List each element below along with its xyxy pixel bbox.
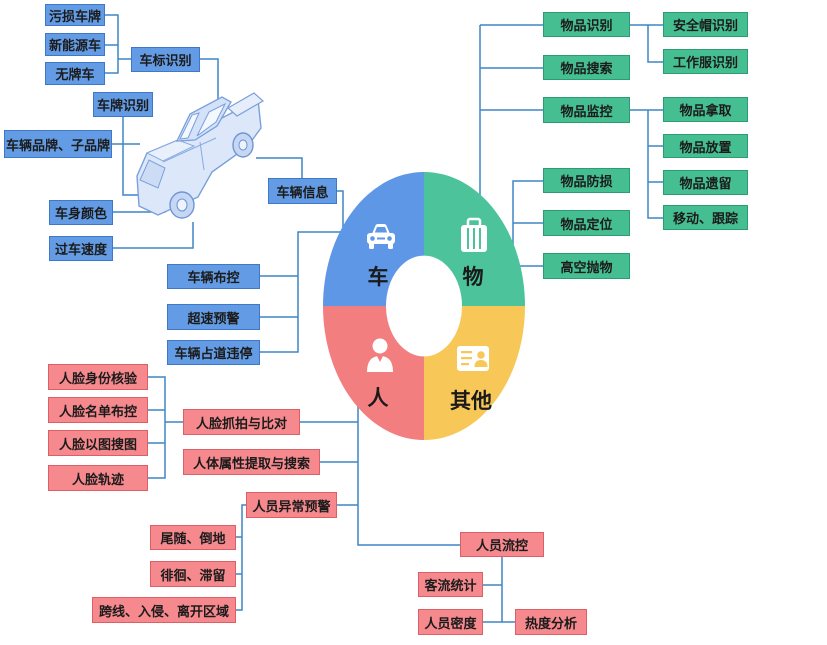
node-tailgating-fall: 尾随、倒地 <box>150 525 236 550</box>
pickup-truck-illustration <box>136 92 265 219</box>
connector-line <box>148 376 166 479</box>
node-face-trajectory: 人脸轨迹 <box>48 465 148 491</box>
node-line-crossing-intrusion: 跨线、入侵、离开区域 <box>92 597 236 623</box>
center-donut <box>323 171 525 441</box>
node-speeding-alert: 超速预警 <box>167 304 260 330</box>
quadrant-person <box>323 306 424 441</box>
connector-line <box>337 190 344 230</box>
luggage-icon <box>461 217 487 252</box>
object-connectors <box>479 24 663 267</box>
node-person-anomaly-alert: 人员异常预警 <box>246 492 337 518</box>
node-new-energy-vehicle: 新能源车 <box>45 33 105 56</box>
quadrant-label-object: 物 <box>463 265 484 289</box>
node-object-monitoring: 物品监控 <box>543 97 630 123</box>
vehicle-connectors <box>105 14 344 353</box>
node-high-altitude-throwing: 高空抛物 <box>543 253 630 279</box>
node-object-search: 物品搜索 <box>543 55 630 80</box>
node-crowd-flow-control: 人员流控 <box>460 532 544 557</box>
connector-line <box>647 25 663 63</box>
connector-line <box>647 110 663 219</box>
node-helmet-recognition: 安全帽识别 <box>663 12 748 37</box>
node-face-identity-check: 人脸身份核验 <box>48 364 148 390</box>
node-plate-recognition: 车牌识别 <box>93 92 153 117</box>
node-move-track: 移动、跟踪 <box>663 205 748 230</box>
node-dirty-plate: 污损车牌 <box>45 4 105 26</box>
node-vehicle-logo-recognition: 车标识别 <box>131 47 200 72</box>
node-vehicle-brand: 车辆品牌、子品牌 <box>4 130 112 158</box>
quadrant-label-other: 其他 <box>450 389 492 413</box>
node-face-image-search: 人脸以图搜图 <box>48 430 148 456</box>
node-face-watchlist: 人脸名单布控 <box>48 397 148 423</box>
quadrant-label-person: 人 <box>368 386 389 410</box>
connector-line <box>357 404 460 546</box>
node-crowd-density: 人员密度 <box>418 609 483 635</box>
connector-line <box>236 504 246 611</box>
truck-side-window <box>196 102 227 137</box>
truck-door-line <box>162 137 217 163</box>
node-passing-speed: 过车速度 <box>49 236 113 261</box>
node-object-left-behind: 物品遗留 <box>663 170 748 195</box>
car-icon <box>367 224 395 249</box>
connector-line <box>501 557 515 623</box>
quadrant-other <box>424 306 525 441</box>
connector-line <box>256 157 303 178</box>
node-loitering: 徘徊、滞留 <box>150 561 236 587</box>
truck-hood <box>145 139 196 162</box>
node-loss-prevention: 物品防损 <box>543 168 630 193</box>
node-object-taken: 物品拿取 <box>663 97 748 122</box>
node-object-recognition: 物品识别 <box>543 12 630 37</box>
connector-line <box>260 231 342 353</box>
truck-rear-hub <box>238 139 248 151</box>
node-object-positioning: 物品定位 <box>543 210 630 236</box>
person-connectors <box>148 376 515 623</box>
connector-line <box>105 14 119 74</box>
truck-grille <box>139 159 166 189</box>
node-vehicle-info: 车辆信息 <box>268 178 337 204</box>
node-heat-analysis: 热度分析 <box>515 609 587 635</box>
node-unlicensed-vehicle: 无牌车 <box>45 62 105 85</box>
node-workwear-recognition: 工作服识别 <box>663 49 748 74</box>
node-vehicle-control: 车辆布控 <box>167 264 260 289</box>
truck-door-line <box>199 141 205 171</box>
connector-line <box>113 222 194 249</box>
node-body-attribute-search: 人体属性提取与搜索 <box>183 449 320 475</box>
node-object-placed: 物品放置 <box>663 134 748 158</box>
truck-bed <box>226 92 265 117</box>
quadrant-label-vehicle: 车 <box>368 265 389 289</box>
node-face-capture-compare: 人脸抓拍与比对 <box>183 409 300 435</box>
id-card-icon <box>457 346 489 371</box>
truck-front-hub <box>176 198 188 212</box>
node-illegal-parking: 车辆占道违停 <box>167 340 260 365</box>
person-icon <box>367 338 393 372</box>
connector-line <box>200 58 219 100</box>
node-body-color: 车身颜色 <box>49 200 113 225</box>
truck-windshield <box>179 112 200 140</box>
node-passenger-count: 客流统计 <box>418 572 483 597</box>
